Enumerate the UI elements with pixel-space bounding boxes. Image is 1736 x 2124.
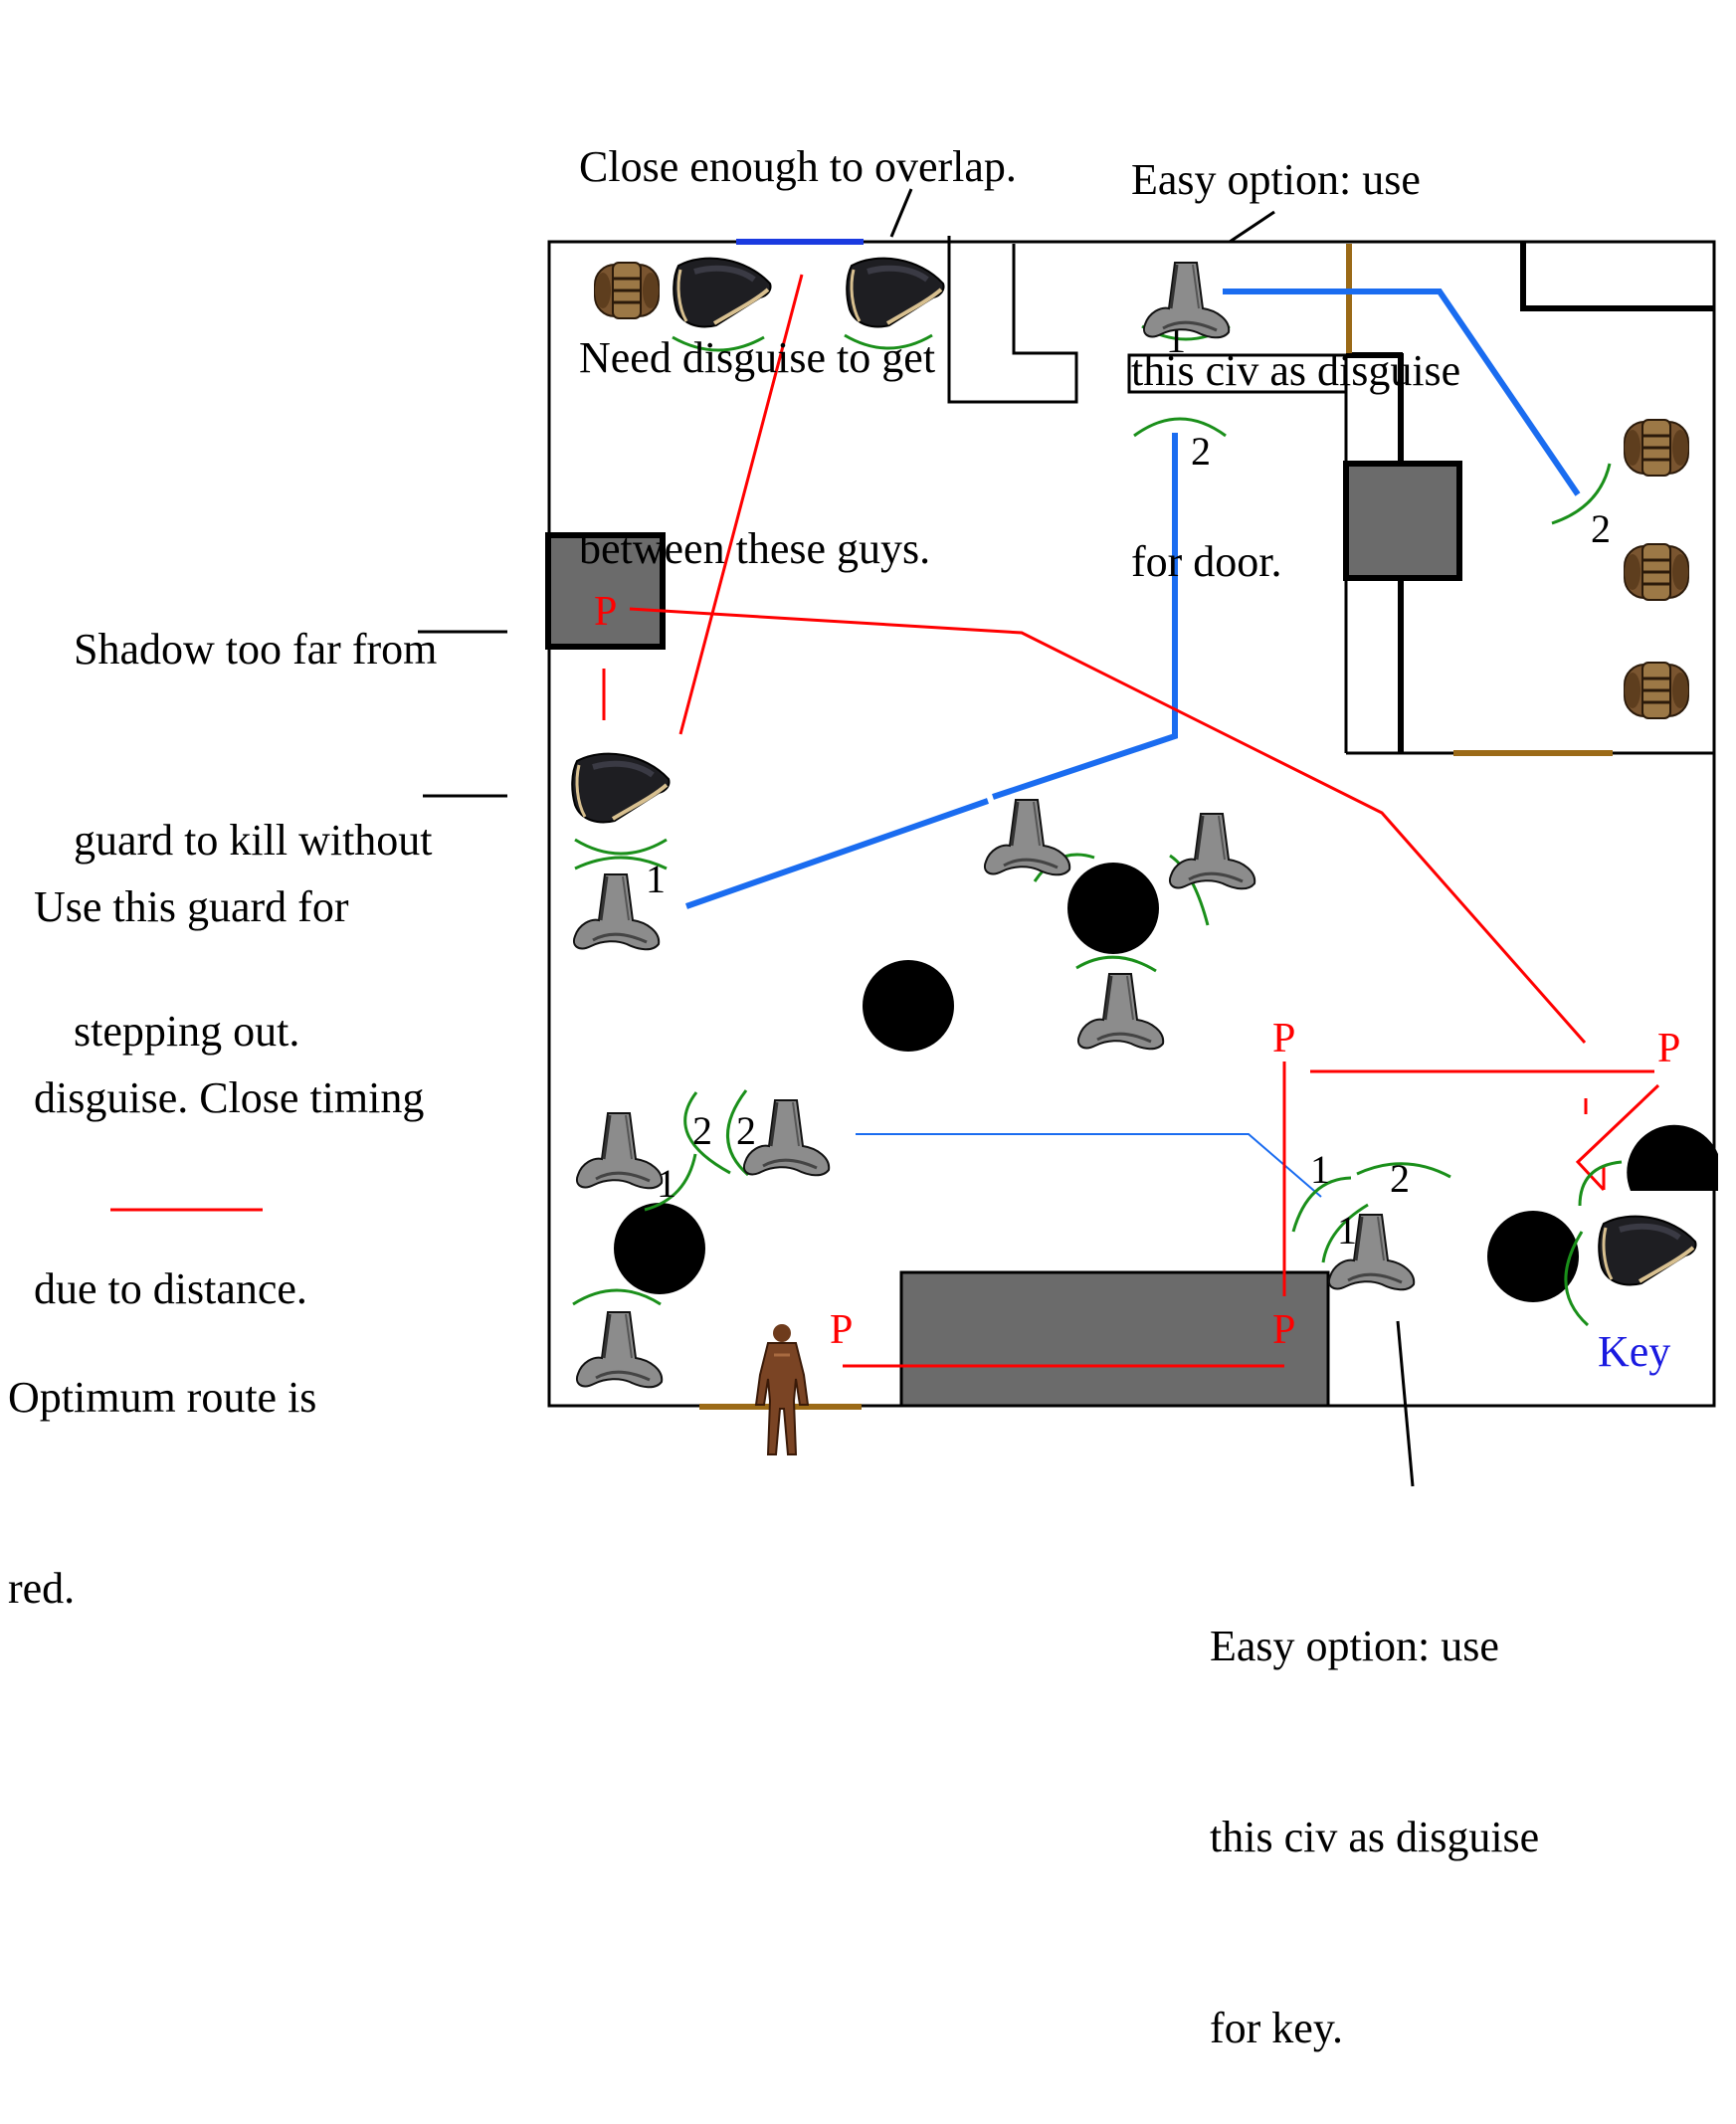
note-door: Easy option: use this civ as disguise fo… xyxy=(1131,21,1460,658)
note-line: this civ as disguise xyxy=(1210,1813,1540,1861)
note-line: for door. xyxy=(1131,537,1282,586)
vision-number: 2 xyxy=(692,1108,712,1153)
note-route-legend: Optimum route is red. xyxy=(8,1239,316,1684)
barrel-icon xyxy=(1623,542,1690,602)
shadow-box-left xyxy=(545,532,666,650)
pillar xyxy=(1627,1124,1718,1191)
route-segment xyxy=(678,274,804,735)
pause-marker: P xyxy=(830,1307,853,1353)
pillar xyxy=(1067,863,1159,954)
note-line: between these guys. xyxy=(579,524,931,573)
vision-number: 1 xyxy=(657,1161,676,1206)
vision-number: 1 xyxy=(646,857,666,901)
route-segment xyxy=(629,607,1587,1044)
vision-number: 1 xyxy=(1337,1208,1357,1253)
guard-path-door xyxy=(1223,289,1581,496)
annotation-pointers xyxy=(418,188,1415,1487)
note-line: this civ as disguise xyxy=(1131,346,1461,395)
pillar xyxy=(1487,1211,1579,1302)
pillar xyxy=(863,960,954,1052)
vision-number: 1 xyxy=(1310,1147,1330,1192)
guard-tricorn-icon[interactable] xyxy=(1599,1217,1695,1285)
guard-path-center xyxy=(685,798,989,909)
wall-l-shape xyxy=(947,236,1078,404)
wall-top-right xyxy=(1520,242,1714,311)
civilian-hat-icon[interactable] xyxy=(742,1098,831,1177)
note-line: Need disguise to get xyxy=(579,333,936,382)
note-line: guard to kill without xyxy=(74,816,433,865)
civilian-hat-icon[interactable] xyxy=(575,1310,664,1389)
level-map: 1 2 2 1 1 2 2 1 2 1 P P P P P Key xyxy=(110,188,1718,1487)
vision-number: 2 xyxy=(1390,1156,1410,1201)
player-figure-icon[interactable] xyxy=(754,1324,810,1455)
barrel-icon xyxy=(1623,661,1690,720)
note-guard: Use this guard for disguise. Close timin… xyxy=(34,748,424,1385)
note-line: for key. xyxy=(1210,2004,1343,2052)
pause-marker: P xyxy=(1272,1016,1295,1062)
shadow-box-right xyxy=(1343,461,1462,581)
note-line: Easy option: use xyxy=(1131,155,1421,204)
route-segment xyxy=(1575,1083,1660,1192)
pillar xyxy=(614,1203,705,1294)
vision-number: 2 xyxy=(1591,506,1611,551)
guard-path-key xyxy=(856,1133,1322,1198)
note-line: Use this guard for xyxy=(34,882,349,931)
note-line: Optimum route is xyxy=(8,1373,317,1422)
pause-marker: P xyxy=(1272,1307,1295,1353)
civilian-hat-icon[interactable] xyxy=(1168,812,1256,890)
note-key: Easy option: use this civ as disguise fo… xyxy=(1210,1487,1539,2124)
pause-marker: P xyxy=(1657,1026,1680,1071)
civilian-hat-icon[interactable] xyxy=(1076,972,1165,1051)
note-overlap: Close enough to overlap. Need disguise t… xyxy=(579,8,1017,645)
civilian-hat-icon[interactable] xyxy=(575,1111,664,1190)
civilian-hat-icon[interactable] xyxy=(983,798,1071,876)
shadow-box-bottom xyxy=(899,1270,1330,1408)
note-line: Easy option: use xyxy=(1210,1622,1499,1670)
guard-tricorn-icon[interactable] xyxy=(572,754,669,823)
note-line: due to distance. xyxy=(34,1264,307,1313)
note-line: disguise. Close timing xyxy=(34,1073,425,1122)
key-label[interactable]: Key xyxy=(1598,1327,1670,1376)
vision-number: 2 xyxy=(1191,429,1211,474)
pause-marker: P xyxy=(594,589,617,635)
note-line: Close enough to overlap. xyxy=(579,142,1017,191)
guard-path-center xyxy=(992,433,1178,800)
note-line: stepping out. xyxy=(74,1007,300,1056)
note-line: red. xyxy=(8,1564,76,1613)
note-shadow: Shadow too far from guard to kill withou… xyxy=(74,490,437,1127)
wall-ledge xyxy=(1127,353,1348,394)
barrel-icon xyxy=(1623,418,1690,478)
vision-number: 2 xyxy=(736,1108,756,1153)
note-line: Shadow too far from xyxy=(74,625,438,674)
